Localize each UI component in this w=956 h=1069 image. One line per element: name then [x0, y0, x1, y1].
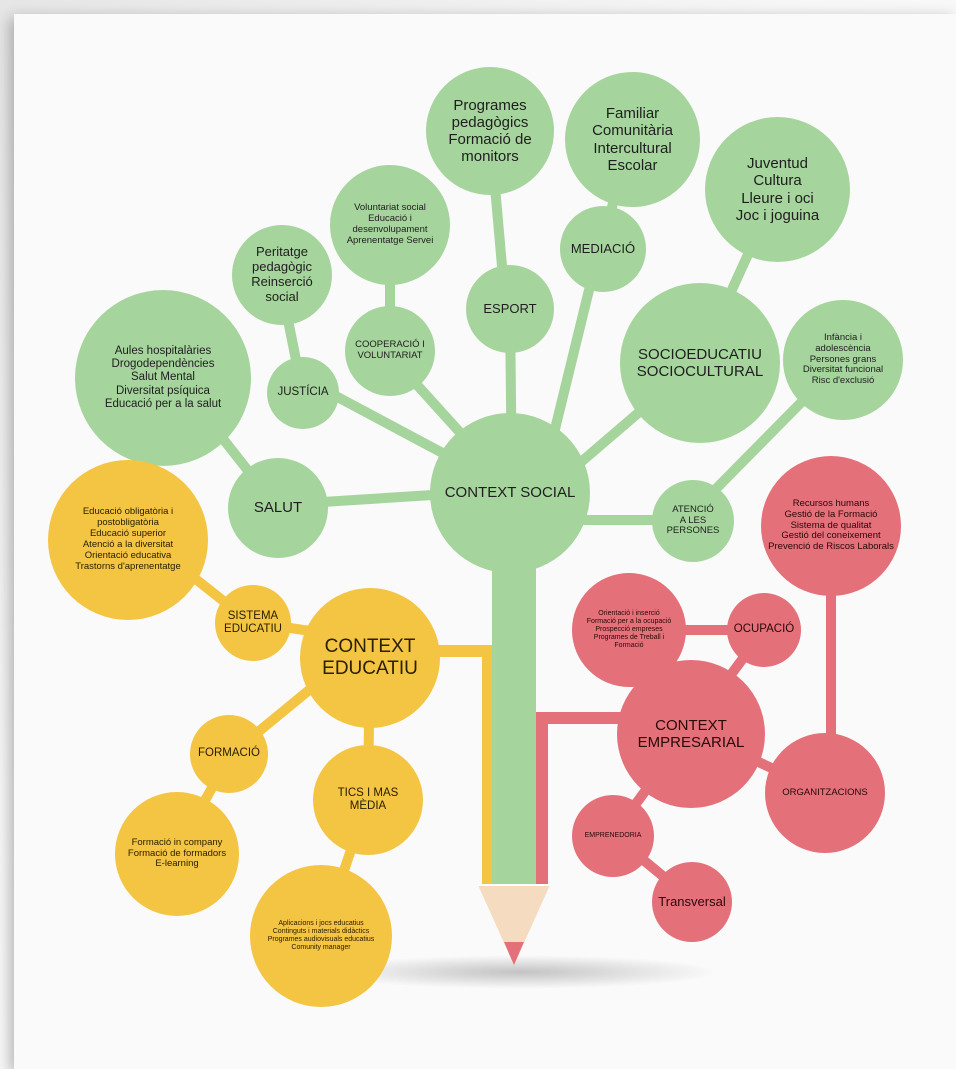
justicia-node: JUSTÍCIA	[267, 357, 339, 429]
sistema-node: SISTEMA EDUCATIU	[215, 585, 291, 661]
ocupacio-topics-node: Orientació i inserció Formació per a la …	[572, 573, 686, 687]
justicia-topics-node: Peritatge pedagògic Reinserció social	[232, 225, 332, 325]
socioeducatiu-topics-text: Juventud Cultura Lleure i oci Joc i jogu…	[735, 155, 820, 224]
atencio-topics-text: Infància i adolescència Persones grans D…	[802, 331, 884, 387]
salut-topics-node: Aules hospitalàries Drogodependències Sa…	[75, 290, 251, 466]
salut-topics-text: Aules hospitalàries Drogodependències Sa…	[104, 344, 222, 410]
socioeducatiu-node: SOCIOEDUCATIU SOCIOCULTURAL	[620, 283, 780, 443]
pencil-tip	[504, 942, 524, 965]
formacio-node: FORMACIÓ	[190, 715, 268, 793]
socioeducatiu-topics-node: Juventud Cultura Lleure i oci Joc i jogu…	[705, 117, 850, 262]
organitzacions-topics-node: Recursos humans Gestió de la Formació Si…	[761, 456, 901, 596]
pencil-wood	[478, 885, 550, 965]
esport-topics-text: Programes pedagògics Formació de monitor…	[448, 96, 532, 166]
salut-node: SALUT	[228, 458, 328, 558]
atencio-label: ATENCIÓ A LES PERSONES	[666, 503, 720, 537]
esport-topics-node: Programes pedagògics Formació de monitor…	[426, 67, 554, 195]
mediacio-topics-text: Familiar Comunitària Intercultural Escol…	[592, 105, 673, 174]
organitzacions-node: ORGANITZACIONS	[765, 733, 885, 853]
organitzacions-topics-text: Recursos humans Gestió de la Formació Si…	[768, 497, 894, 553]
mediacio-topics-node: Familiar Comunitària Intercultural Escol…	[565, 72, 700, 207]
pencil-trunk	[492, 520, 536, 885]
empresarial-main-label: CONTEXT EMPRESARIAL	[637, 716, 745, 751]
organitzacions-label: ORGANITZACIONS	[782, 786, 868, 798]
socioeducatiu-label: SOCIOEDUCATIU SOCIOCULTURAL	[636, 345, 764, 380]
justicia-label: JUSTÍCIA	[277, 386, 329, 399]
esport-node: ESPORT	[466, 265, 554, 353]
formacio-topics-node: Formació in company Formació de formador…	[115, 792, 239, 916]
educatiu-main-label: CONTEXT EDUCATIU	[322, 636, 418, 679]
transversal-node: Transversal	[652, 862, 732, 942]
tics-topics-node: Aplicacions i jocs educatius Continguts …	[250, 865, 392, 1007]
esport-label: ESPORT	[483, 300, 537, 316]
atencio-node: ATENCIÓ A LES PERSONES	[652, 480, 734, 562]
ocupacio-node: OCUPACIÓ	[727, 593, 801, 667]
salut-label: SALUT	[253, 499, 303, 517]
formacio-topics-text: Formació in company Formació de formador…	[127, 836, 227, 870]
tics-topics-text: Aplicacions i jocs educatius Continguts …	[267, 919, 375, 952]
atencio-topics-node: Infància i adolescència Persones grans D…	[783, 300, 903, 420]
sistema-topics-text: Educació obligatòria i postobligatòria E…	[75, 506, 181, 572]
educatiu-main-node: CONTEXT EDUCATIU	[300, 588, 440, 728]
sistema-label: SISTEMA EDUCATIU	[224, 609, 282, 635]
ocupacio-topics-text: Orientació i inserció Formació per a la …	[586, 609, 672, 650]
emprenedoria-node: EMPRENEDORIA	[572, 795, 654, 877]
social-main-label: CONTEXT SOCIAL	[444, 484, 576, 502]
mediacio-label: MEDIACIÓ	[570, 240, 636, 256]
formacio-label: FORMACIÓ	[198, 747, 260, 760]
justicia-topics-text: Peritatge pedagògic Reinserció social	[251, 244, 313, 304]
ocupacio-label: OCUPACIÓ	[733, 623, 795, 636]
mediacio-node: MEDIACIÓ	[560, 206, 646, 292]
cooperacio-node: COOPERACIÓ I VOLUNTARIAT	[345, 306, 435, 396]
sistema-topics-node: Educació obligatòria i postobligatòria E…	[48, 460, 208, 620]
social-main-node: CONTEXT SOCIAL	[430, 413, 590, 573]
cooperacio-topics-node: Voluntariat social Educació i desenvolup…	[330, 165, 450, 285]
cooperacio-topics-text: Voluntariat social Educació i desenvolup…	[346, 202, 434, 246]
emprenedoria-label: EMPRENEDORIA	[584, 831, 642, 839]
tics-label: TICS I MAS MÈDIA	[337, 786, 399, 812]
cooperacio-label: COOPERACIÓ I VOLUNTARIAT	[355, 339, 425, 361]
transversal-label: Transversal	[658, 893, 726, 909]
tics-node: TICS I MAS MÈDIA	[313, 745, 423, 855]
